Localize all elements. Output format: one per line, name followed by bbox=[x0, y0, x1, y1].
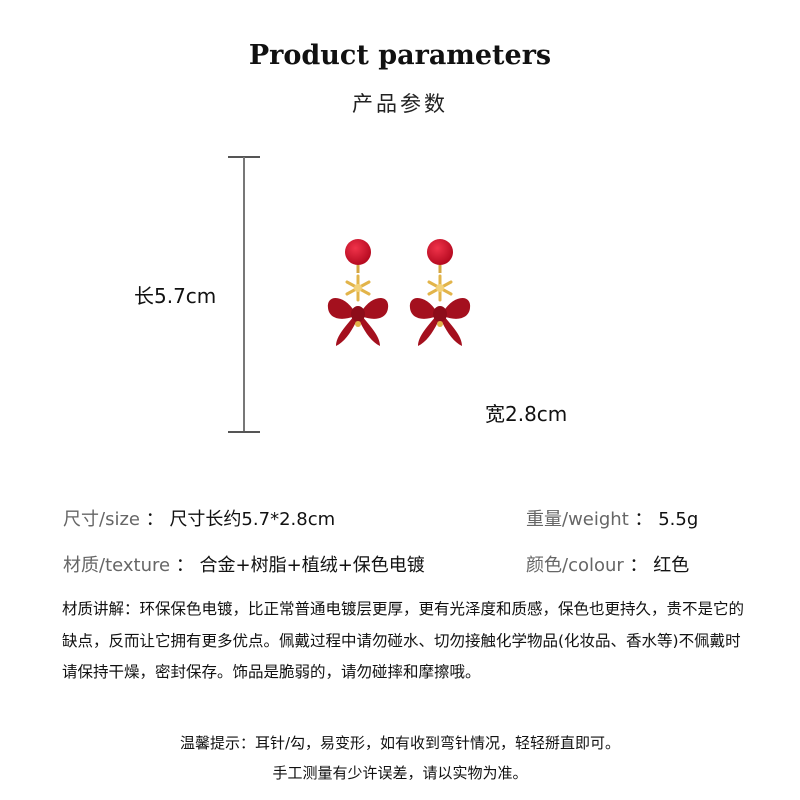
tip-line-1: 温馨提示：耳针/勾，易变形，如有收到弯针情况，轻轻掰直即可。 bbox=[179, 734, 621, 752]
spec-weight-key: 重量/weight bbox=[526, 509, 629, 530]
title-english: Product parameters bbox=[248, 40, 552, 71]
spec-weight-value: 5.5g bbox=[658, 509, 699, 530]
spec-colour-value: 红色 bbox=[653, 555, 690, 576]
spec-size-value: 尺寸长约5.7*2.8cm bbox=[169, 509, 336, 530]
dimension-cap-bottom bbox=[228, 431, 260, 433]
material-description: 材质讲解：环保保色电镀，比正常普通电镀层更厚，更有光泽度和质感，保色也更持久，贵… bbox=[62, 600, 745, 681]
red-bow-earrings-icon bbox=[326, 237, 472, 348]
spec-weight-sep: ： bbox=[634, 509, 653, 530]
spec-size-key: 尺寸/size bbox=[63, 509, 140, 530]
spec-size-sep: ： bbox=[145, 509, 164, 530]
tip-line-2: 手工测量有少许误差，请以实物为准。 bbox=[272, 764, 528, 782]
width-label: 宽2.8cm bbox=[485, 402, 568, 426]
spec-size: 尺寸/size ： 尺寸长约5.7*2.8cm bbox=[63, 505, 335, 531]
spec-texture-value: 合金+树脂+植绒+保色电镀 bbox=[199, 555, 425, 576]
spec-weight: 重量/weight ： 5.5g bbox=[526, 505, 698, 531]
spec-texture-sep: ： bbox=[175, 555, 194, 576]
spec-colour-sep: ： bbox=[629, 555, 648, 576]
spec-colour: 颜色/colour ： 红色 bbox=[526, 551, 689, 577]
spec-texture-key: 材质/texture bbox=[63, 555, 171, 576]
dimension-line bbox=[243, 157, 245, 432]
title-chinese: 产品参数 bbox=[352, 92, 448, 116]
spec-colour-key: 颜色/colour bbox=[526, 555, 624, 576]
length-label: 长5.7cm bbox=[134, 284, 217, 308]
spec-texture: 材质/texture ： 合金+树脂+植绒+保色电镀 bbox=[63, 551, 425, 577]
